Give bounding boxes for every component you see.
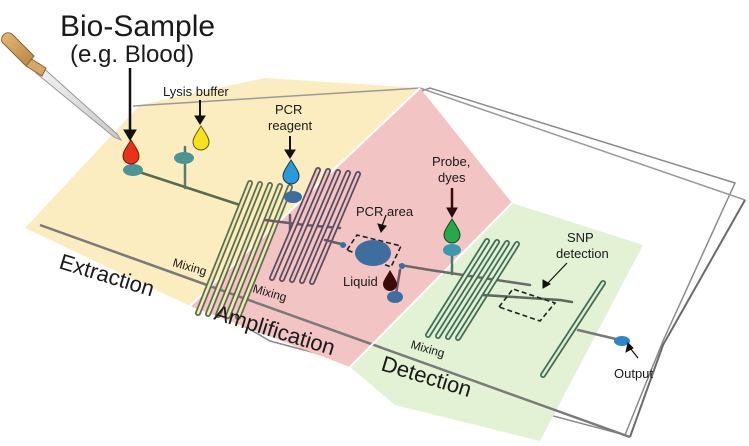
lysis-drop-icon	[192, 125, 210, 151]
reservoir-sample	[123, 164, 143, 176]
arrows	[123, 68, 639, 359]
label-output: Output	[614, 366, 653, 381]
label-probe-1: Probe,	[432, 154, 470, 169]
pcr-chamber	[355, 240, 391, 266]
reservoir-lysis	[174, 152, 194, 164]
pcr-reagent-drop-icon	[282, 159, 300, 185]
title-bio-sample: Bio-Sample	[60, 10, 215, 43]
chip-right-edge	[629, 199, 746, 438]
label-liquid: Liquid	[343, 274, 378, 289]
zone-divider	[349, 202, 513, 368]
pipette-icon	[1, 32, 123, 142]
snp-detection-box	[497, 288, 557, 322]
pcr-area-box	[345, 234, 403, 269]
reservoir-liquid	[387, 291, 403, 303]
label-snp-2: detection	[556, 246, 609, 261]
label-probe-2: dyes	[438, 170, 466, 185]
zone-extraction	[25, 78, 420, 306]
probe-drop-icon	[443, 218, 461, 244]
subtitle-example: (e.g. Blood)	[70, 41, 194, 68]
label-pcr-reagent-1: PCR	[275, 102, 302, 117]
detection-channels	[425, 238, 622, 378]
liquid-drop-icon	[383, 270, 397, 291]
reservoir-probe	[443, 244, 461, 256]
zone-detection	[350, 203, 643, 441]
output-reservoir	[614, 336, 630, 346]
label-pcr-area: PCR area	[356, 204, 414, 219]
reservoir-pcr	[284, 191, 302, 203]
extraction-channels	[131, 145, 293, 320]
amplification-channels	[263, 167, 532, 302]
label-pcr-reagent-2: reagent	[268, 118, 312, 133]
zone-amplification	[190, 88, 512, 367]
chip-bottom-channel	[39, 223, 631, 439]
label-lysis-buffer: Lysis buffer	[163, 84, 229, 99]
label-snp-1: SNP	[567, 230, 594, 245]
blood-drop-icon	[122, 139, 140, 165]
